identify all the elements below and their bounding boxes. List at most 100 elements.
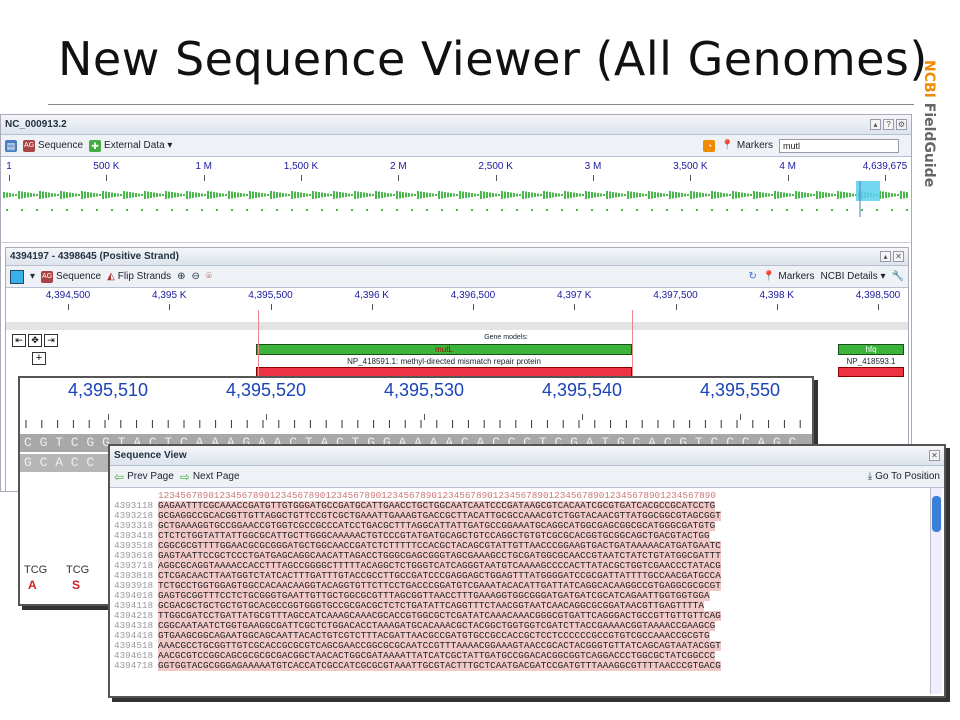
- row-bases[interactable]: CTCGACAACTTAATGGTCTATCACTTTGATTTGTACCGCC…: [158, 570, 721, 581]
- row-bases[interactable]: CTCTCTGGTATTATTGGCGCATTGCTTGGGCAAAAACTGT…: [158, 530, 710, 541]
- zoom-seq-icon[interactable]: ⌾: [205, 271, 212, 282]
- density-bar: [186, 191, 188, 199]
- row-position: 4393818: [114, 570, 154, 581]
- density-dot: [591, 209, 593, 211]
- density-bar: [399, 191, 401, 199]
- color-swatch-icon[interactable]: [10, 269, 24, 284]
- row-bases[interactable]: GCTGAAAGGTGCCGGAACCGTGGTCGCCGCCCATCCTGAC…: [158, 520, 716, 531]
- density-bar: [708, 194, 710, 196]
- row-bases[interactable]: CGGCAATAATCTGGTGAAGGCGATTCGCTCTGGACACCTA…: [158, 620, 716, 631]
- gene-mutl-bar[interactable]: mutL: [256, 344, 632, 355]
- density-bar: [630, 191, 632, 199]
- density-bar: [720, 192, 722, 198]
- density-bar: [321, 192, 323, 198]
- density-bar: [711, 191, 713, 199]
- row-bases[interactable]: GAGTAATTCCGCTCCCTGATGAGCAGGCAACATTAGACCT…: [158, 550, 721, 561]
- viewport-marker[interactable]: [856, 181, 880, 201]
- expand-icon[interactable]: +: [32, 352, 46, 365]
- close-icon[interactable]: ✕: [893, 251, 904, 262]
- density-bar: [264, 193, 266, 197]
- refresh-icon[interactable]: ↻: [748, 271, 757, 282]
- density-bar: [648, 191, 650, 199]
- gene-hfq-bar[interactable]: hfq: [838, 344, 904, 355]
- density-bar: [693, 191, 695, 199]
- settings-icon[interactable]: ⚙: [896, 119, 907, 130]
- row-bases[interactable]: GAGTGCGGTTTCCTCTGCGGGTGAATTGTTGCTGGCGCGT…: [158, 590, 710, 601]
- row-bases[interactable]: AACGCGTCCGGCAGCGCGCGCGACGGCTAACACTGGCGAT…: [158, 650, 716, 661]
- help-icon[interactable]: ?: [883, 119, 894, 130]
- protein-label: NP_418591.1: methyl-directed mismatch re…: [347, 357, 541, 366]
- density-bar: [780, 192, 782, 198]
- wrench-icon[interactable]: 🔧: [891, 271, 904, 282]
- nav-move-icon[interactable]: ✥: [28, 334, 42, 347]
- scrollbar[interactable]: [930, 488, 942, 694]
- zoom-out-icon[interactable]: ⊖: [191, 271, 200, 282]
- zoom-in-icon[interactable]: ⊕: [177, 271, 186, 282]
- markers-button[interactable]: 📍Markers: [721, 140, 773, 151]
- density-bar: [93, 193, 95, 197]
- density-dot: [411, 209, 413, 211]
- external-data-button[interactable]: ✚External Data ▾: [89, 139, 172, 152]
- row-bases[interactable]: GTGAAGCGGCAGAATGGCAGCAATTACACTGTCGTCTTTA…: [158, 630, 710, 641]
- density-dot: [231, 209, 233, 211]
- density-dot: [726, 209, 728, 211]
- close-icon[interactable]: ✕: [929, 450, 940, 461]
- density-bar: [618, 193, 620, 197]
- density-bar: [48, 192, 50, 198]
- row-bases[interactable]: GGTGGTACGCGGGAGAAAAATGTCACCATCGCCATCGCGC…: [158, 660, 721, 671]
- density-bar: [162, 194, 164, 196]
- density-bar: [315, 191, 317, 199]
- density-bar: [282, 193, 284, 197]
- sequence-row: 4394118 GCGACGCTGCTGCTGTGCACGCCGGTGGGTGCC…: [110, 601, 944, 611]
- density-bar: [684, 193, 686, 197]
- search-input[interactable]: [779, 138, 899, 153]
- row-bases[interactable]: GAGAATTTCGCAAACCGATGTTGTGGGATGCCGATGCATT…: [158, 500, 716, 511]
- row-position: 4394118: [114, 600, 154, 611]
- row-bases[interactable]: TCTGCCTGGTGGAGTGGCCACAACAAGGTACAGGTGTTCT…: [158, 580, 721, 591]
- row-bases[interactable]: AGGCGCAGGTAAAACCACCTTTAGCCGGGGCTTTTTACAG…: [158, 560, 721, 571]
- density-bar: [600, 193, 602, 197]
- density-bar: [501, 191, 503, 199]
- mainRuler-label-1: 500 K: [93, 161, 120, 172]
- chevron-down-icon[interactable]: ▾: [30, 271, 36, 282]
- prev-page-button[interactable]: ⇦Prev Page: [114, 470, 174, 484]
- nav-left-icon[interactable]: ⇤: [12, 334, 26, 347]
- row-bases[interactable]: TTGGCGATCCTGATTATGCGTTTAGCCATCAAAGCAAACG…: [158, 610, 721, 621]
- go-to-position-button[interactable]: ⤓Go To Position: [868, 471, 940, 482]
- density-bar: [303, 193, 305, 197]
- ncbi-details-button[interactable]: NCBI Details ▾: [821, 271, 886, 282]
- collapse-icon[interactable]: ▴: [870, 119, 881, 130]
- next-page-button[interactable]: ⇨Next Page: [180, 470, 240, 484]
- row-bases[interactable]: GCGACGCTGCTGCTGTGCACGCCGGTGGGTGCCGCGACGC…: [158, 600, 705, 611]
- nav-right-icon[interactable]: ⇥: [44, 334, 58, 347]
- protein-hfq-bar[interactable]: [838, 367, 904, 377]
- row-bases[interactable]: AAACGCCTGCGGTTGTCGCACCGCGCGTCAGCGAACCGGC…: [158, 640, 721, 651]
- density-dot: [651, 209, 653, 211]
- row-bases[interactable]: GCGAGGCCGCACGGTTGTTAGGCTGTTCCGTCGCTGAAAT…: [158, 510, 721, 521]
- density-dot: [561, 209, 563, 211]
- codon-2: TCG: [66, 564, 90, 576]
- density-bar: [747, 193, 749, 197]
- density-bar: [840, 191, 842, 199]
- rss-icon[interactable]: ◔: [703, 139, 716, 152]
- density-bar: [561, 194, 563, 196]
- detail-markers-button[interactable]: 📍Markers: [763, 271, 815, 282]
- scrollbar-thumb[interactable]: [932, 496, 941, 532]
- mainRuler-tick-9: [885, 175, 886, 181]
- density-bar: [453, 193, 455, 197]
- density-bar: [897, 194, 899, 196]
- density-bar: [552, 192, 554, 198]
- density-bar: [702, 193, 704, 197]
- mainRuler-tick-3: [301, 175, 302, 181]
- density-bar: [459, 191, 461, 199]
- density-bar: [390, 193, 392, 197]
- flip-strands-button[interactable]: ◭Flip Strands: [107, 271, 171, 282]
- view-switch-icon[interactable]: ▤: [5, 139, 17, 152]
- row-bases[interactable]: CGGCGCGTTTTGGAACGCGCGGGATGCTGGCAACCGATCT…: [158, 540, 721, 551]
- collapse-icon[interactable]: ▴: [880, 251, 891, 262]
